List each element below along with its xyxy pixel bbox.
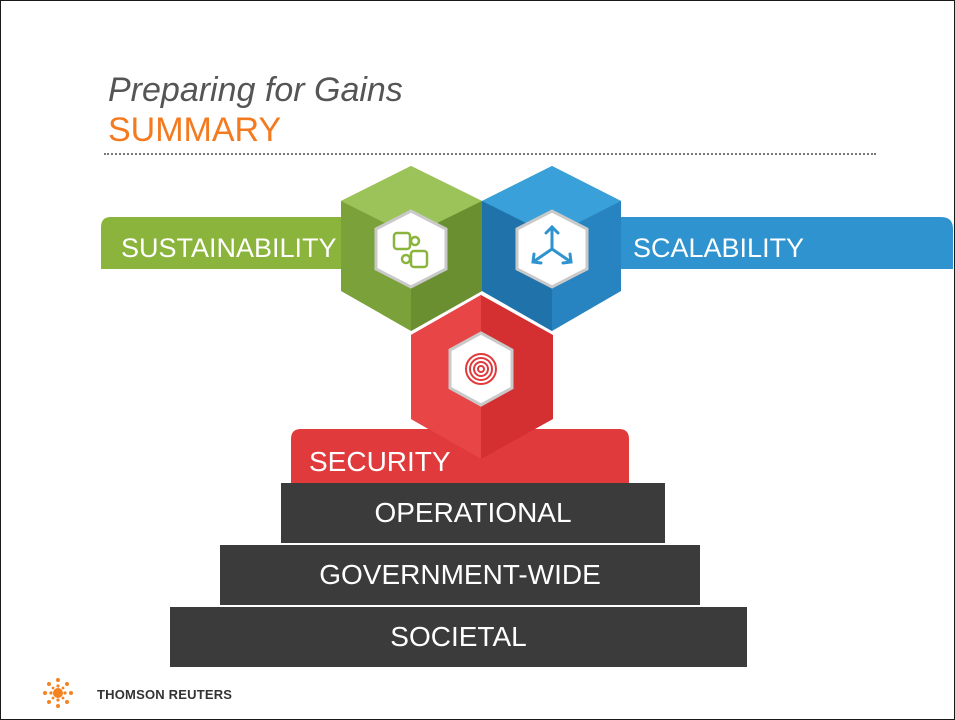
three-arrows-icon: [531, 224, 573, 265]
step-societal: SOCIETAL: [170, 607, 747, 667]
security-cube: [411, 295, 553, 459]
step-operational: OPERATIONAL: [281, 483, 665, 543]
scalability-banner: SCALABILITY: [586, 217, 953, 269]
step-government-wide: GOVERNMENT-WIDE: [220, 545, 700, 605]
security-banner: SECURITY: [291, 429, 629, 483]
footer-brand: THOMSON REUTERS: [97, 687, 233, 702]
puzzle-pieces-icon: [392, 231, 429, 269]
scalability-label: SCALABILITY: [633, 233, 804, 263]
slide-title: Preparing for Gains: [108, 71, 403, 109]
scalability-cube: [482, 166, 621, 331]
thomson-reuters-logo-icon: [43, 678, 73, 708]
sustainability-label: SUSTAINABILITY: [121, 233, 337, 263]
security-label: SECURITY: [309, 446, 451, 477]
fingerprint-icon: [465, 353, 497, 385]
slide-subtitle: SUMMARY: [108, 111, 282, 149]
title-divider: [104, 153, 876, 155]
sustainability-banner: SUSTAINABILITY: [101, 217, 346, 269]
sustainability-cube: [341, 166, 482, 331]
